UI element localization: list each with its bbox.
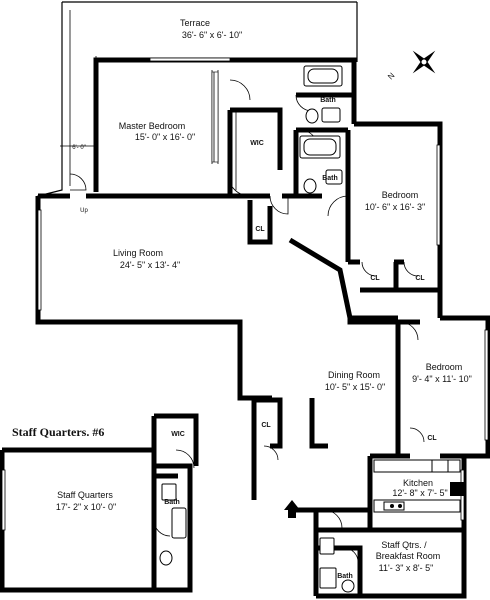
- living-room-name: Living Room: [113, 248, 163, 258]
- bedroom-1-name: Bedroom: [382, 190, 419, 200]
- bath-label-1: Bath: [320, 97, 336, 104]
- kitchen-name: Kitchen: [403, 478, 433, 488]
- staff-quarters-unit: [0, 413, 199, 593]
- bath-label-staff: Bath: [337, 573, 353, 580]
- staff-quarters-title: Staff Quarters. #6: [12, 425, 104, 439]
- terrace-dims: 36'- 6" x 6'- 10": [182, 30, 242, 40]
- terrace-depth-label: 6'- 0": [72, 145, 86, 151]
- closet-rods: [211, 70, 237, 190]
- staff-breakfast-name-1: Staff Qtrs. /: [381, 540, 427, 550]
- bedroom-1-dims: 10'- 6" x 16'- 3": [365, 202, 425, 212]
- living-room-dims: 24'- 5" x 13'- 4": [120, 260, 180, 270]
- closet-label-bed1-a: CL: [370, 275, 380, 282]
- staff-breakfast-dims: 11'- 3" x 8'- 5": [379, 563, 434, 573]
- interior-walls: [96, 92, 464, 596]
- bedroom-2-name: Bedroom: [426, 362, 463, 372]
- kitchen-fixtures: [373, 459, 464, 513]
- closet-label-bed2: CL: [427, 435, 437, 442]
- closet-label-bed1-b: CL: [415, 275, 425, 282]
- bath-fixtures: [299, 65, 355, 593]
- closet-label-dining: CL: [261, 422, 271, 429]
- terrace-name: Terrace: [180, 18, 210, 28]
- wic-label-staff: WIC: [171, 431, 185, 438]
- dining-room-name: Dining Room: [328, 370, 380, 380]
- wic-label: WIC: [250, 140, 264, 147]
- entry-arrow-icon: [284, 500, 300, 518]
- door-swings: [69, 79, 425, 563]
- compass-rose-icon: [412, 50, 436, 74]
- staff-quarters-dims: 17'- 2" x 10'- 0": [56, 502, 116, 512]
- up-label: Up: [80, 208, 88, 214]
- closet-label-hall: CL: [255, 226, 265, 233]
- bath-label-2: Bath: [322, 175, 338, 182]
- master-bedroom-name: Master Bedroom: [119, 121, 186, 131]
- master-bedroom-dims: 15'- 0" x 16'- 0": [135, 132, 195, 142]
- dining-room-dims: 10'- 5" x 15'- 0": [325, 382, 385, 392]
- kitchen-dims: 12'- 8" x 7'- 5": [392, 488, 447, 498]
- staff-breakfast-name-2: Breakfast Room: [376, 551, 441, 561]
- bedroom-2-dims: 9'- 4" x 11'- 10": [412, 374, 472, 384]
- compass-north-label: N: [386, 71, 397, 82]
- bath-label-staff-unit: Bath: [164, 499, 180, 506]
- staff-quarters-name: Staff Quarters: [57, 490, 113, 500]
